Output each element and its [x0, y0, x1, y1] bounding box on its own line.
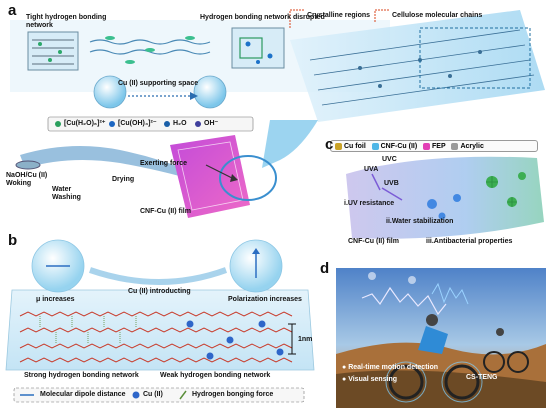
drying-text: Drying [112, 176, 135, 183]
species-2: H₂O [173, 120, 187, 127]
panel-a: a Tight hydrogen bonding network Hydroge… [6, 2, 545, 218]
uv-resistance-text: i.UV resistance [344, 200, 395, 207]
tight-network-text: Tight hydrogen bonding network [26, 14, 107, 29]
water-stabilization-text: ii.Water stabilization [386, 218, 454, 225]
panel-d-label: d [320, 260, 330, 277]
legend-acrylic: Acrylic [451, 142, 484, 150]
species-0: [Cu(H₂O)₆]²⁺ [64, 120, 106, 127]
uvc-text: UVC [382, 156, 397, 163]
visual-text: ● Visual sensing [342, 376, 398, 383]
acrylic-swatch [451, 142, 459, 150]
washing-text: Water Washing [52, 186, 81, 201]
cu-sphere-left [93, 75, 127, 109]
film-text: CNF-Cu (II) film [140, 208, 191, 215]
panel-c: c UVA UVC UVB i.UV resistance ii.Water s… [322, 136, 550, 252]
cnf-film [170, 135, 250, 218]
material-legend: Cu foil CNF-Cu (II) FEP Acrylic [330, 140, 538, 152]
panel-a-illustration [10, 9, 545, 218]
teng-text: CS-TENG [466, 374, 498, 381]
cu-foil-swatch [335, 142, 342, 150]
legend-hbond: Hydrogen bonging force [192, 391, 274, 398]
uva-text: UVA [364, 166, 379, 173]
naoh-text: NaOH/Cu (II) Woking [6, 172, 48, 187]
crystalline-text: Crystalline regions [307, 12, 371, 19]
panel-a-label: a [8, 2, 17, 19]
legend-cu: Cu (II) [143, 391, 163, 398]
weak-text: Weak hydrogen bonding network [160, 372, 271, 379]
legend-fep: FEP [423, 142, 446, 150]
panel-d: d ● Real-time motion detection ● Visual … [320, 260, 548, 410]
uvb-text: UVB [384, 180, 399, 187]
species-1: [Cu(OH)₄]²⁻ [118, 120, 157, 127]
introducing-text: Cu (II) introducting [128, 288, 191, 295]
cnf-swatch [371, 142, 379, 150]
cellulose-chains-text: Cellulose molecular chains [392, 12, 483, 19]
film-c-text: CNF-Cu (II) film [348, 238, 399, 245]
panel-b-label: b [8, 232, 18, 249]
disrupted-network-text: Hydrogen bonding network disrupted [200, 14, 325, 21]
polarization-text: Polarization increases [228, 296, 302, 303]
realtime-text: ● Real-time motion detection [342, 364, 439, 371]
panel-c-label: c [325, 136, 334, 153]
legend-dipole: Molecular dipole distance [40, 391, 126, 398]
mu-text: μ increases [36, 296, 75, 303]
cu-sphere-right [193, 75, 227, 109]
scale-text: 1nm [298, 336, 313, 343]
species-3: OH⁻ [204, 120, 219, 127]
force-text: Exerting force [140, 160, 188, 167]
disrupted-network-box [231, 27, 285, 69]
legend-cu-foil: Cu foil [335, 142, 366, 150]
fep-swatch [423, 142, 431, 150]
antibacterial-text: iii.Antibacterial properties [426, 238, 513, 245]
strong-text: Strong hydrogen bonding network [24, 372, 139, 379]
panel-b: b Cu (II) introducting μ increases Polar… [0, 232, 320, 412]
crystalline-region [290, 10, 545, 122]
panel-c-illustration [346, 156, 544, 239]
cu-space-text: Cu (II) supporting space [118, 80, 199, 87]
legend-cnf: CNF-Cu (II) [371, 142, 417, 150]
panel-d-photo [336, 268, 546, 408]
panel-b-illustration [5, 239, 315, 403]
